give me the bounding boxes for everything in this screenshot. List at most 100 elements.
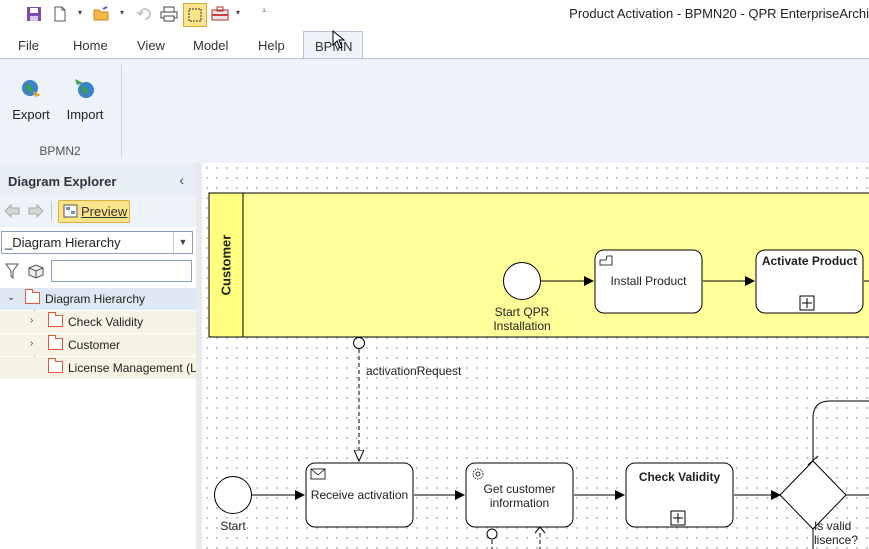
activate-product-label: Activate Product [761,254,858,268]
folder-icon [48,335,63,350]
forward-arrow-icon[interactable] [28,204,44,218]
expand-icon[interactable]: › [30,315,34,326]
expand-icon[interactable]: ⌄ [7,292,16,303]
tree-item-label: Customer [68,338,121,352]
preview-button[interactable]: Preview [58,200,130,223]
filter-input[interactable] [51,260,192,282]
subprocess-marker-icon [799,295,815,311]
undo-icon[interactable] [134,4,154,24]
check-validity-subprocess[interactable] [625,462,734,528]
tree-item-label: License Management (LM [68,361,196,375]
save-icon[interactable] [24,4,44,24]
import-label: Import [66,107,104,122]
collapse-panel-icon[interactable]: ‹ [179,172,184,188]
ribbon-separator [121,65,122,157]
customize-icon[interactable]: ⩡ [262,6,267,15]
import-button[interactable]: Import [57,77,113,122]
get-customer-information-label: Get customer information [466,482,573,510]
menu-tabs: File Home View Model Help [0,30,869,58]
folder-icon [48,312,63,327]
tab-bpmn-label: BPMN [315,39,353,54]
folder-icon [25,289,40,304]
tab-home[interactable]: Home [73,38,108,53]
mouse-cursor-icon [332,30,346,49]
gear-icon [472,468,484,480]
toolbar-separator [51,201,52,221]
message-flow-label: activationRequest [366,364,462,378]
receive-activation-task[interactable] [305,462,414,528]
preview-icon [63,204,78,218]
start-label: Start [220,519,246,533]
message-flow-source [353,337,365,349]
new-document-icon[interactable] [50,4,70,24]
start-qpr-event[interactable] [503,262,541,300]
receive-activation-label: Receive activation [310,488,409,502]
pool-label-container: Customer [209,193,243,337]
preview-label: Preview [81,204,128,219]
hierarchy-dropdown[interactable]: _Diagram Hierarchy ▼ [1,231,193,254]
start-event[interactable] [214,476,252,514]
subprocess-marker-icon [670,510,686,526]
gateway-label-line: Is valid [814,519,852,533]
toolbox-icon[interactable] [210,4,230,24]
open-folder-icon[interactable] [92,4,112,24]
tree-item-label: Check Validity [68,315,144,329]
tree-item-label: Diagram Hierarchy [45,292,146,306]
diagram-shapes [208,192,869,549]
tree-item-customer[interactable]: › Customer [0,334,196,356]
print-icon[interactable] [159,4,179,24]
get-customer-information-task[interactable] [465,462,574,528]
export-button[interactable]: Export [3,77,59,122]
tab-help[interactable]: Help [258,38,285,53]
tree-item-license-management[interactable]: License Management (LM [0,357,196,379]
default-flow-marker [807,455,819,466]
pool-header [208,192,244,338]
gateway-label-line: lisence? [814,533,859,547]
sequence-flow[interactable] [812,400,869,461]
tab-view[interactable]: View [137,38,165,53]
check-validity-label: Check Validity [638,470,721,484]
back-arrow-icon[interactable] [4,204,20,218]
envelope-icon [310,468,326,480]
ribbon: Export Import BPMN2 [0,58,869,164]
title-bar: ▾ ▾ ▾ ⩡ Product Activation - BPMN20 - QP… [0,0,869,30]
toolbox-dropdown-icon[interactable]: ▾ [236,8,241,17]
object-type-icon[interactable] [27,263,45,279]
explorer-toolbar: Preview [0,197,196,227]
filter-row [0,259,196,283]
open-dropdown-icon[interactable]: ▾ [120,8,125,17]
start-qpr-label: Start QPR Installation [472,305,572,333]
folder-icon [48,358,63,373]
expand-icon[interactable]: › [30,338,34,349]
message-flow-target [534,526,546,534]
install-product-label: Install Product [610,274,687,288]
start-qpr-label-line: Installation [493,319,551,333]
start-qpr-label-line: Start QPR [494,305,550,319]
ribbon-group-label: BPMN2 [39,144,81,158]
select-frame-icon[interactable] [183,3,207,27]
get-customer-label-line: Get customer [483,482,556,496]
panel-splitter[interactable] [196,163,202,549]
tab-model[interactable]: Model [193,38,229,53]
chevron-down-icon[interactable]: ▼ [173,232,192,253]
tree-item-diagram-hierarchy[interactable]: ⌄ Diagram Hierarchy [0,288,196,310]
manual-task-icon [599,255,613,266]
install-product-task[interactable] [594,249,703,314]
get-customer-label-line: information [489,496,550,510]
tree-item-check-validity[interactable]: › Check Validity [0,311,196,333]
gateway-label: Is valid lisence? [814,519,869,547]
filter-icon[interactable] [5,263,19,279]
activate-product-subprocess[interactable] [755,249,864,314]
diagram-canvas[interactable]: Customer Start QPR Installation Install … [202,163,869,549]
explorer-header: Diagram Explorer ‹ [0,163,196,197]
tab-file[interactable]: File [18,38,39,53]
window-title: Product Activation - BPMN20 - QPR Enterp… [569,6,869,21]
message-flow-source [486,528,498,540]
export-icon [19,77,43,101]
export-label: Export [12,107,50,122]
new-dropdown-icon[interactable]: ▾ [78,8,83,17]
pool-label: Customer [218,234,234,296]
diagram-explorer-panel: Diagram Explorer ‹ Preview _Diagram Hier… [0,163,197,549]
explorer-title: Diagram Explorer [8,174,117,189]
hierarchy-dropdown-value: _Diagram Hierarchy [5,235,121,250]
